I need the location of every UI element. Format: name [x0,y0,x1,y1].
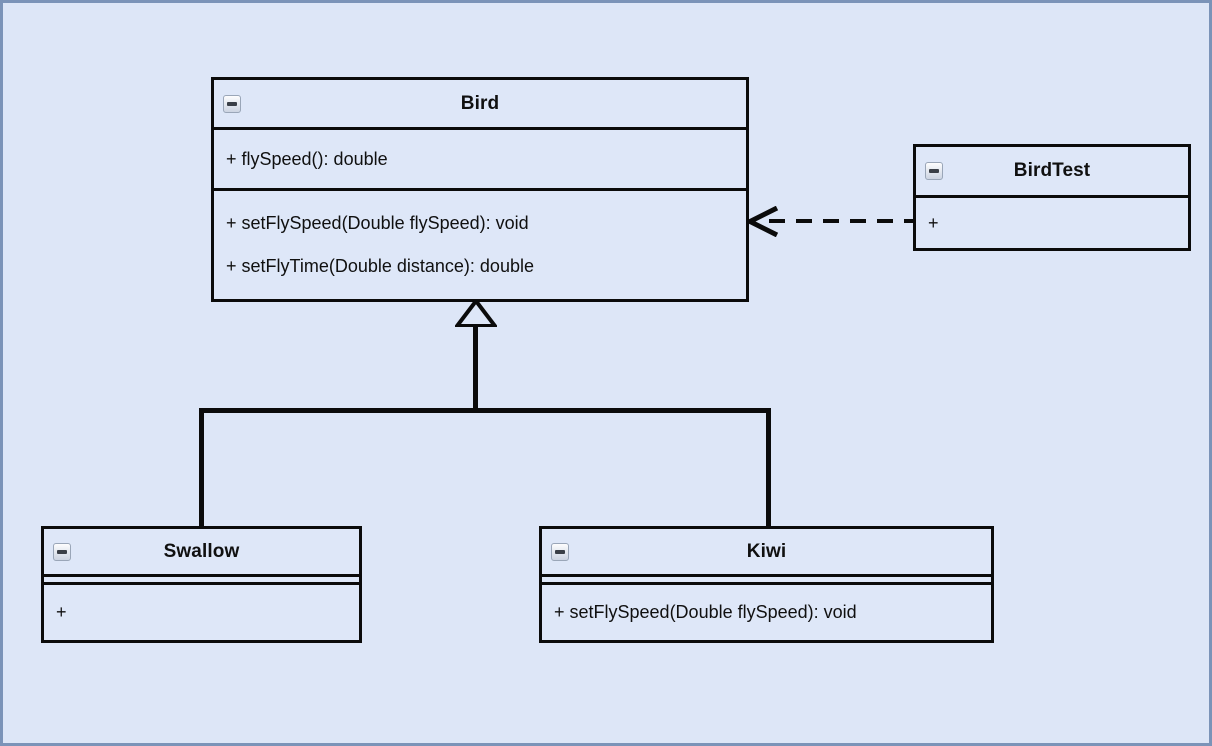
class-compartment-birdtest-operations: + [916,198,1188,248]
class-name-swallow: Swallow [163,540,240,562]
class-title-bar-kiwi: Kiwi [542,529,991,577]
class-compartment-bird-operations-1: + flySpeed(): double [214,130,746,191]
generalization-branch-kiwi [766,408,771,528]
uml-class-kiwi[interactable]: Kiwi + setFlySpeed(Double flySpeed): voi… [539,526,994,643]
uml-class-swallow[interactable]: Swallow + [41,526,362,643]
class-name-bird: Bird [460,92,500,114]
class-member: + setFlySpeed(Double flySpeed): void [554,602,857,623]
class-member: + flySpeed(): double [226,148,388,169]
dependency-open-arrowhead-icon [747,206,779,237]
dependency-dashed-line [769,219,915,223]
class-member: + setFlySpeed(Double flySpeed): void [226,213,529,234]
class-member: + [56,602,67,623]
class-member: + setFlyTime(Double distance): double [226,256,534,276]
class-compartment-kiwi-attributes [542,577,991,585]
uml-class-birdtest[interactable]: BirdTest + [913,144,1191,251]
class-name-birdtest: BirdTest [1013,160,1091,181]
class-name-kiwi: Kiwi [746,540,787,562]
class-title-bar-bird: Bird [214,80,746,130]
collapse-minus-icon[interactable] [551,542,569,561]
collapse-minus-icon[interactable] [925,162,943,180]
generalization-hollow-triangle-icon [455,300,497,327]
collapse-minus-icon[interactable] [223,94,241,113]
generalization-branch-swallow [199,408,204,528]
generalization-stem [473,321,478,413]
class-title-bar-swallow: Swallow [44,529,359,577]
generalization-bus [199,408,771,413]
class-compartment-bird-operations-2: + setFlySpeed(Double flySpeed): void + s… [214,191,746,299]
collapse-minus-icon[interactable] [53,542,71,561]
class-compartment-swallow-attributes [44,577,359,585]
class-compartment-swallow-operations: + [44,585,359,640]
class-compartment-kiwi-operations: + setFlySpeed(Double flySpeed): void [542,585,991,640]
class-title-bar-birdtest: BirdTest [916,147,1188,198]
uml-class-bird[interactable]: Bird + flySpeed(): double + setFlySpeed(… [211,77,749,302]
class-member: + [928,212,939,233]
